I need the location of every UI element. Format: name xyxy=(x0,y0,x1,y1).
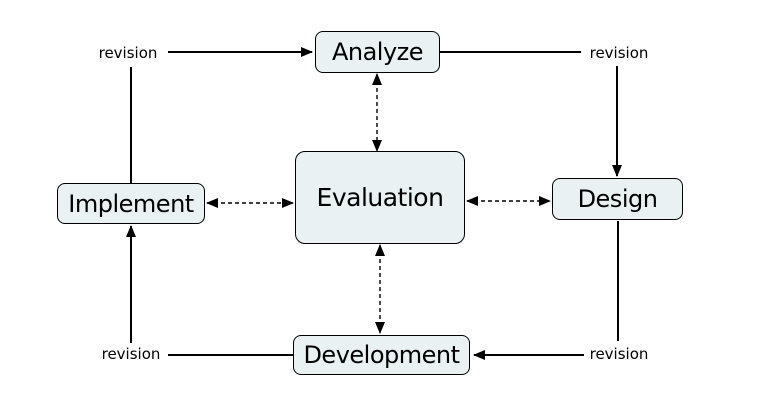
box-design: Design xyxy=(552,178,683,220)
box-evaluation: Evaluation xyxy=(295,151,465,244)
box-evaluation-label: Evaluation xyxy=(316,183,444,212)
box-development: Development xyxy=(293,335,470,375)
revision-label-bottom-left: revision xyxy=(101,345,161,363)
box-analyze-label: Analyze xyxy=(331,38,424,66)
revision-label-bottom-right: revision xyxy=(589,345,649,363)
box-implement-label: Implement xyxy=(68,189,194,218)
box-development-label: Development xyxy=(303,341,460,369)
revision-label-top-right: revision xyxy=(589,44,649,62)
box-analyze: Analyze xyxy=(315,31,440,73)
revision-label-top-left: revision xyxy=(98,44,158,62)
box-design-label: Design xyxy=(577,185,658,213)
box-implement: Implement xyxy=(57,183,205,224)
